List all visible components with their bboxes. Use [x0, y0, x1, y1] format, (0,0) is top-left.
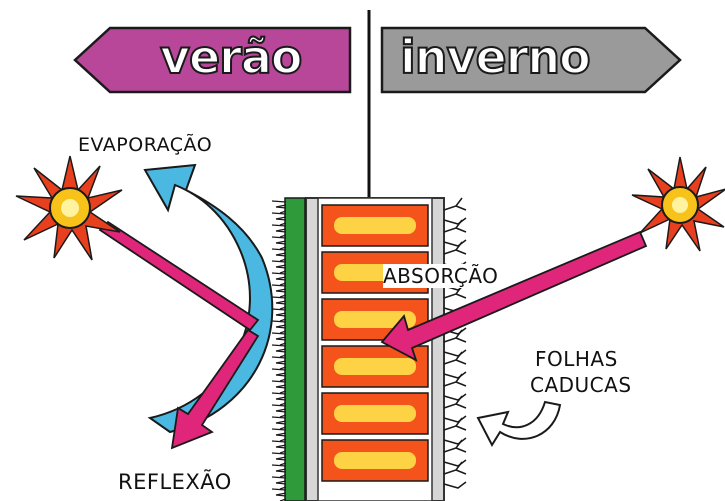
- reflection-label: REFLEXÃO: [118, 470, 232, 494]
- grass-blade: [275, 290, 287, 298]
- grass-blade: [271, 440, 287, 448]
- grass-blade: [271, 464, 287, 472]
- grass-blade: [271, 224, 287, 232]
- grass-blade: [271, 332, 287, 340]
- brick: [321, 298, 429, 341]
- grass-blade: [275, 338, 287, 346]
- curved-arrow-icon: [476, 400, 562, 448]
- grass-blade: [271, 380, 287, 388]
- green-vegetation: [284, 197, 306, 501]
- grass-blade: [275, 374, 287, 382]
- grass-blade: [271, 296, 287, 304]
- grass-blade: [271, 248, 287, 256]
- sun-icon: [631, 156, 725, 252]
- grass-blade: [271, 308, 287, 316]
- summer-label: verão: [159, 29, 304, 85]
- grass-blade: [271, 212, 287, 220]
- grass-blade: [275, 326, 287, 334]
- sun-icon: [15, 155, 123, 261]
- grass-blade: [271, 272, 287, 280]
- grass-blade: [275, 362, 287, 370]
- grass-blade: [271, 392, 287, 400]
- grass-blade: [275, 446, 287, 454]
- grass-blade: [275, 254, 287, 262]
- winter-banner: [380, 26, 682, 94]
- grass-blade: [275, 458, 287, 466]
- grass-blade: [275, 278, 287, 286]
- grass-blade: [275, 350, 287, 358]
- grass-blade: [271, 320, 287, 328]
- grass-blade: [275, 422, 287, 430]
- branch: [443, 395, 467, 423]
- summer-banner: [73, 26, 352, 94]
- grass-strokes: [271, 200, 287, 501]
- branch: [443, 373, 467, 401]
- evaporation-label: EVAPORAÇÃO: [78, 134, 213, 156]
- grass-blade: [275, 230, 287, 238]
- grass-blade: [275, 482, 287, 490]
- grass-blade: [275, 242, 287, 250]
- branch: [443, 197, 467, 225]
- grass-blade: [271, 200, 287, 208]
- reflection-arrow: [170, 328, 260, 450]
- grass-blade: [271, 368, 287, 376]
- grass-blade: [271, 344, 287, 352]
- brick: [321, 392, 429, 435]
- deciduous-label-line2: CADUCAS: [530, 373, 632, 397]
- absorption-arrow: [380, 230, 648, 362]
- branch: [443, 329, 467, 357]
- grass-blade: [275, 386, 287, 394]
- grass-blade: [271, 428, 287, 436]
- grass-blade: [275, 470, 287, 478]
- deciduous-label-line1: FOLHAS: [535, 347, 618, 371]
- branch: [443, 439, 467, 467]
- grass-blade: [275, 266, 287, 274]
- grass-blade: [271, 260, 287, 268]
- grass-blade: [271, 416, 287, 424]
- grass-blade: [275, 218, 287, 226]
- grass-blade: [271, 488, 287, 496]
- branch: [443, 219, 467, 247]
- branch: [443, 417, 467, 445]
- grass-blade: [275, 314, 287, 322]
- grass-blade: [271, 356, 287, 364]
- absorption-label: ABSORÇÃO: [383, 264, 499, 288]
- grass-blade: [271, 476, 287, 484]
- grass-blade: [275, 398, 287, 406]
- bare-branches: [443, 197, 467, 489]
- branch: [443, 461, 467, 489]
- grass-blade: [271, 452, 287, 460]
- grass-blade: [275, 434, 287, 442]
- brick: [321, 204, 429, 247]
- grass-blade: [271, 284, 287, 292]
- winter-label: inverno: [399, 29, 592, 85]
- grass-blade: [271, 236, 287, 244]
- grass-blade: [275, 302, 287, 310]
- brick: [321, 439, 429, 482]
- grass-blade: [275, 410, 287, 418]
- branch: [443, 351, 467, 379]
- grass-blade: [275, 206, 287, 214]
- grass-blade: [271, 404, 287, 412]
